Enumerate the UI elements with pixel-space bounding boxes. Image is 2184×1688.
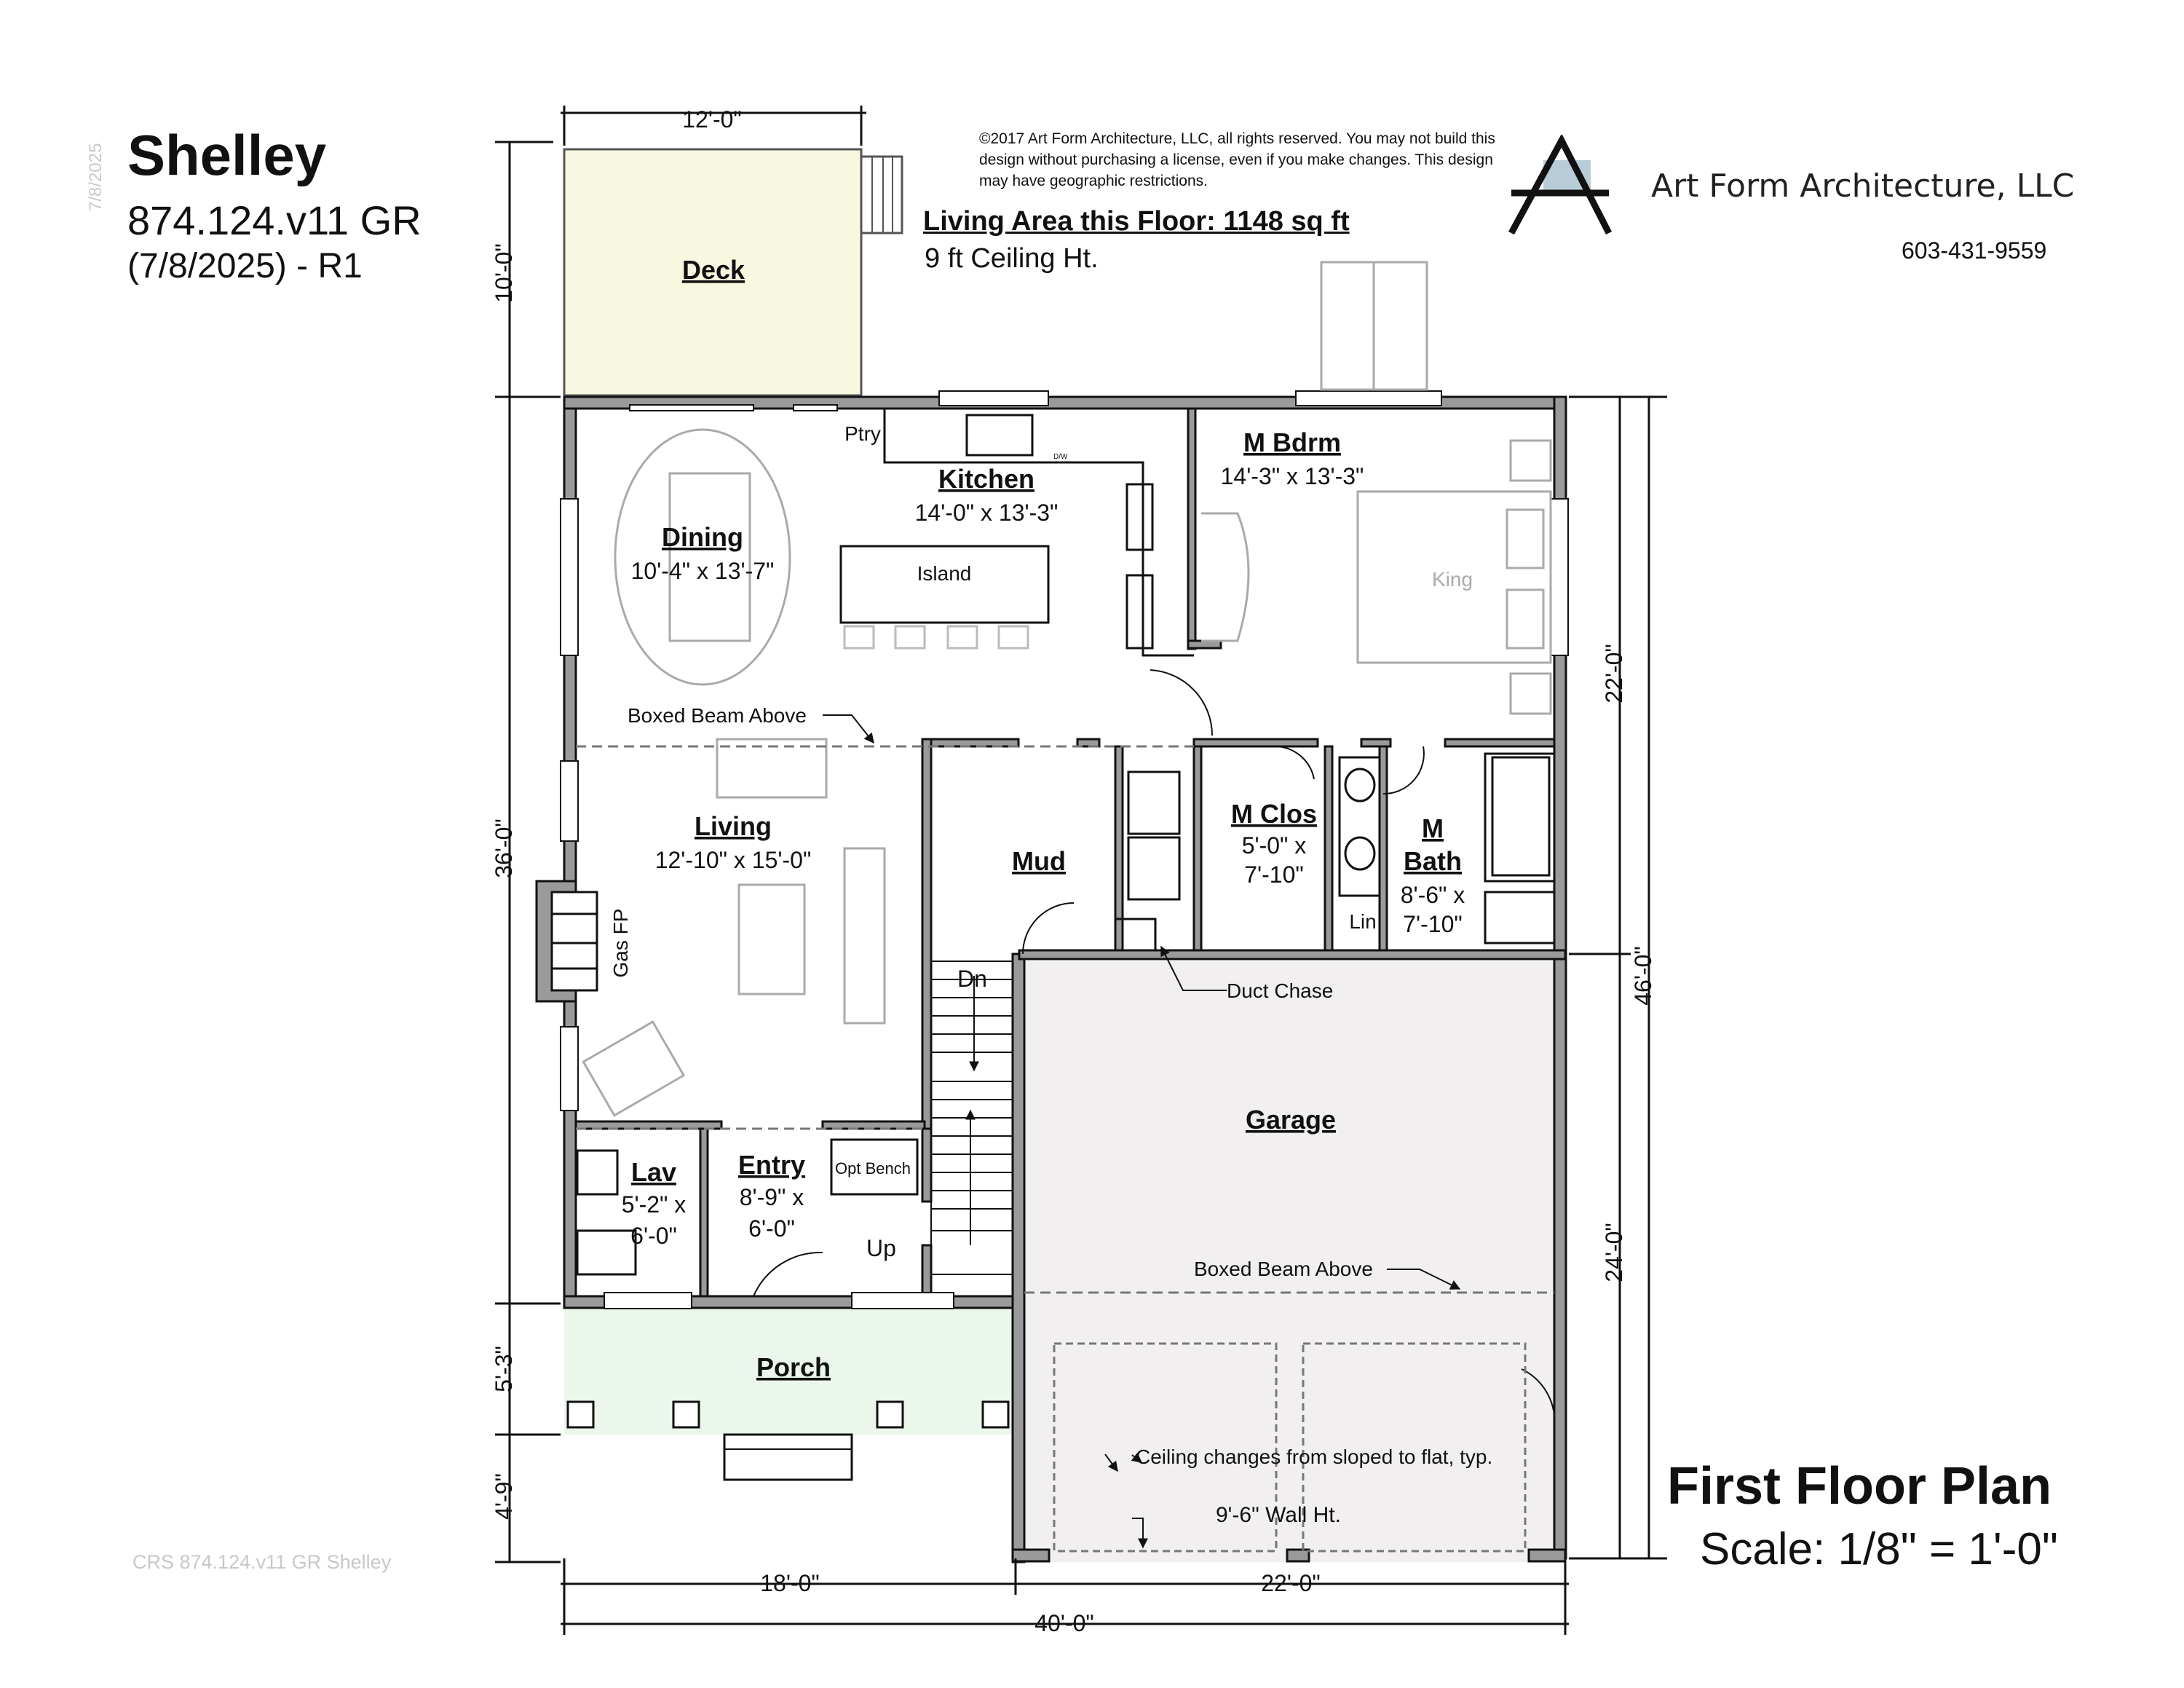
plan-code: 874.124.v11 GR xyxy=(127,197,422,243)
note-stairs-up: Up xyxy=(866,1235,896,1261)
dim-deck-depth: 10'-0" xyxy=(491,243,517,303)
dimension-labels: 12'-0" 10'-0" 36'-0" 5'-3" 4'-9" 22'-0" … xyxy=(491,106,1656,1636)
room-labels: Deck Dining 10'-4" x 13'-7" Kitchen 14'-… xyxy=(609,255,1473,1382)
room-size-dining: 10'-4" x 13'-7" xyxy=(631,558,775,584)
deck-stairs xyxy=(860,155,903,234)
kitchen-island xyxy=(839,545,1050,624)
room-label-living: Living xyxy=(695,811,772,841)
boxed-beam-lines xyxy=(576,745,1554,1294)
room-label-deck: Deck xyxy=(682,255,745,285)
dim-bottom-total: 40'-0" xyxy=(1034,1610,1094,1636)
note-stairs-down: Dn xyxy=(957,966,987,992)
ceiling-height-note: 9 ft Ceiling Ht. xyxy=(925,243,1099,274)
gas-fireplace xyxy=(535,880,598,1003)
kitchen-cabinets xyxy=(883,409,1194,657)
door-swings xyxy=(753,669,1556,1428)
dim-porch-depth: 5'-3" xyxy=(491,1346,517,1392)
room-size-kitchen: 14'-0" x 13'-3" xyxy=(915,500,1059,526)
room-label-lav: Lav xyxy=(631,1157,676,1187)
laundry-machines xyxy=(1114,770,1181,952)
room-size-master-closet-1: 5'-0" x xyxy=(1242,832,1307,859)
living-furniture xyxy=(582,738,886,1117)
dim-deck-width: 12'-0" xyxy=(682,106,742,133)
sheet-title: First Floor Plan xyxy=(1667,1457,2052,1515)
opt-bench xyxy=(830,1138,919,1196)
logo-a-shape xyxy=(1508,135,1613,235)
company-phone: 603-431-9559 xyxy=(1902,237,2047,264)
note-opt-bench: Opt Bench xyxy=(835,1159,911,1178)
room-label-linen: Lin xyxy=(1349,910,1376,933)
dim-walk-depth: 4'-9" xyxy=(491,1473,517,1520)
plan-notes: Boxed Beam Above Boxed Beam Above Duct C… xyxy=(628,453,1492,1527)
callout-leaders xyxy=(823,714,1461,1549)
room-label-mud: Mud xyxy=(1012,846,1066,876)
room-label-garage: Garage xyxy=(1246,1105,1336,1135)
company-logo xyxy=(1508,135,1613,235)
dim-bottom-left: 18'-0" xyxy=(760,1570,820,1596)
sheet-scale: Scale: 1/8" = 1'-0" xyxy=(1700,1524,2058,1574)
room-size-master-closet-2: 7'-10" xyxy=(1244,861,1304,888)
plan-revision: (7/8/2025) - R1 xyxy=(127,247,363,285)
porch-columns xyxy=(566,1400,1010,1429)
room-label-master-bath-1: M xyxy=(1422,813,1444,843)
room-label-porch: Porch xyxy=(756,1352,831,1382)
garage-doors xyxy=(1053,1342,1527,1553)
room-label-entry: Entry xyxy=(738,1150,805,1180)
note-dishwasher: D/W xyxy=(1053,453,1068,461)
living-area-note: Living Area this Floor: 1148 sq ft xyxy=(923,206,1350,237)
note-duct-chase: Duct Chase xyxy=(1227,979,1333,1002)
room-label-master-bath-2: Bath xyxy=(1404,846,1462,876)
plan-name: Shelley xyxy=(127,123,327,187)
windows xyxy=(560,390,1569,1309)
fireplace-label: Gas FP xyxy=(609,909,632,978)
room-size-master-bath-1: 8'-6" x xyxy=(1401,882,1465,908)
company-name: Art Form Architecture, LLC xyxy=(1651,167,2075,205)
island-label: Island xyxy=(917,562,972,585)
dim-right-upper: 22'-0" xyxy=(1601,644,1627,703)
porch-area xyxy=(564,1306,1016,1435)
footer-watermark: CRS 874.124.v11 GR Shelley xyxy=(132,1551,392,1573)
room-size-living: 12'-10" x 15'-0" xyxy=(655,847,812,873)
deck-area xyxy=(563,148,863,397)
bath-fixtures xyxy=(576,752,1556,1276)
bedroom-furniture xyxy=(1201,439,1552,715)
porch-step xyxy=(723,1433,853,1481)
note-wall-height: 9'-6" Wall Ht. xyxy=(1216,1503,1341,1527)
copyright-notice: ©2017 Art Form Architecture, LLC, all ri… xyxy=(979,130,1495,189)
note-boxed-beam-living: Boxed Beam Above xyxy=(628,704,807,727)
room-label-kitchen: Kitchen xyxy=(938,464,1034,494)
room-size-lav-1: 5'-2" x xyxy=(622,1191,687,1218)
dining-table xyxy=(614,428,791,686)
room-size-lav-2: 6'-0" xyxy=(630,1223,677,1249)
room-label-dining: Dining xyxy=(662,522,743,552)
dim-right-total: 46'-0" xyxy=(1630,946,1656,1006)
stairs xyxy=(930,961,1013,1275)
dim-bottom-right: 22'-0" xyxy=(1261,1570,1321,1596)
dim-left-house: 36'-0" xyxy=(491,819,517,878)
bed-label: King xyxy=(1432,568,1473,591)
room-size-entry-2: 6'-0" xyxy=(748,1215,795,1242)
dim-right-lower: 24'-0" xyxy=(1601,1223,1627,1282)
note-boxed-beam-garage: Boxed Beam Above xyxy=(1194,1258,1373,1280)
room-size-entry-1: 8'-9" x xyxy=(740,1184,804,1210)
room-label-master-closet: M Clos xyxy=(1231,799,1317,829)
note-ceiling-change: Ceiling changes from sloped to flat, typ… xyxy=(1136,1446,1492,1468)
room-label-pantry: Ptry xyxy=(844,422,881,445)
room-label-master-bedroom: M Bdrm xyxy=(1243,427,1341,457)
room-size-master-bedroom: 14'-3" x 13'-3" xyxy=(1221,463,1364,489)
dimension-lines xyxy=(495,106,1667,1635)
room-size-master-bath-2: 7'-10" xyxy=(1403,911,1463,937)
island-stools xyxy=(843,625,1029,650)
